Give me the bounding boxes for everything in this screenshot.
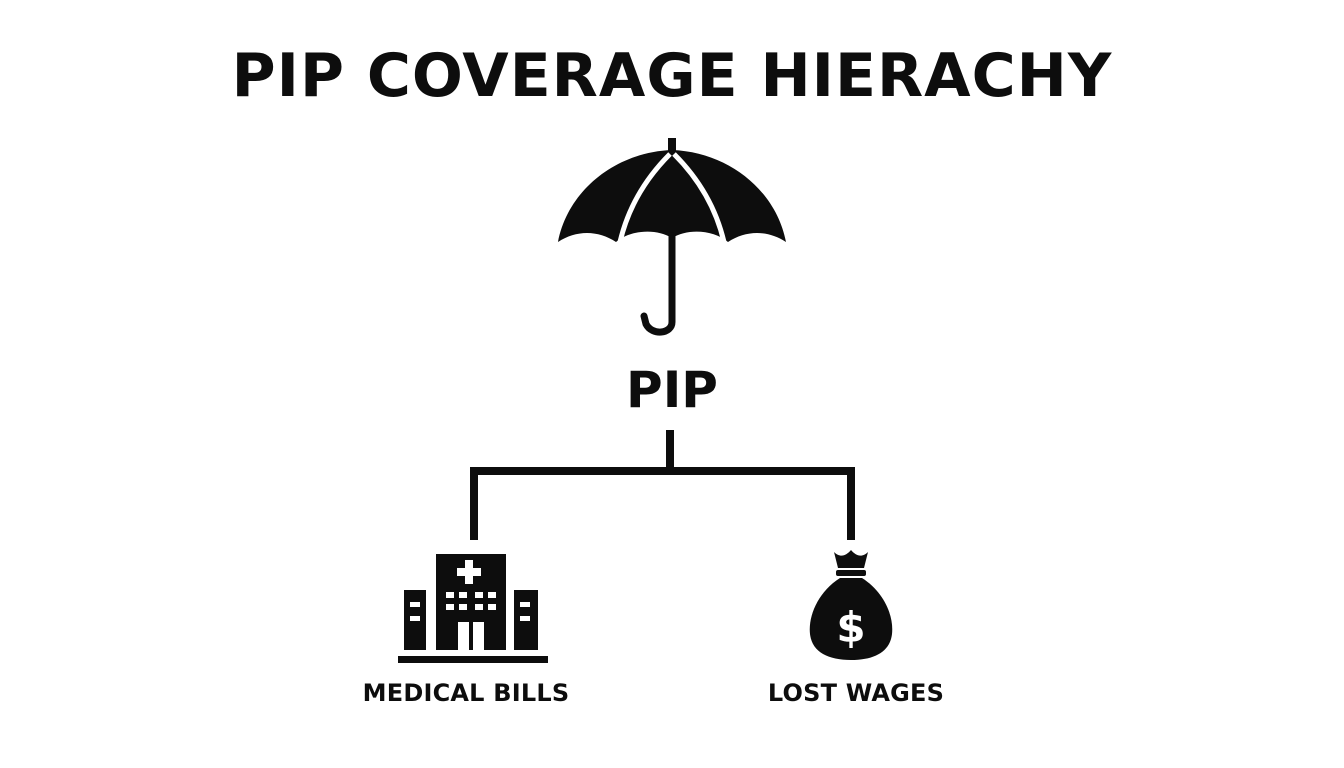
branch-bar-line [470,467,855,540]
child-node-label-medical: MEDICAL BILLS [362,679,570,707]
diagram-title: PIP COVERAGE HIERACHY [231,41,1113,111]
child-node-label-wages: LOST WAGES [767,679,945,707]
svg-text:$: $ [836,603,865,652]
root-node-label: PIP [626,361,718,419]
umbrella-icon [558,138,786,336]
connector-lines [470,430,855,540]
money-bag-icon: $ [809,550,893,660]
hospital-icon [398,554,548,663]
